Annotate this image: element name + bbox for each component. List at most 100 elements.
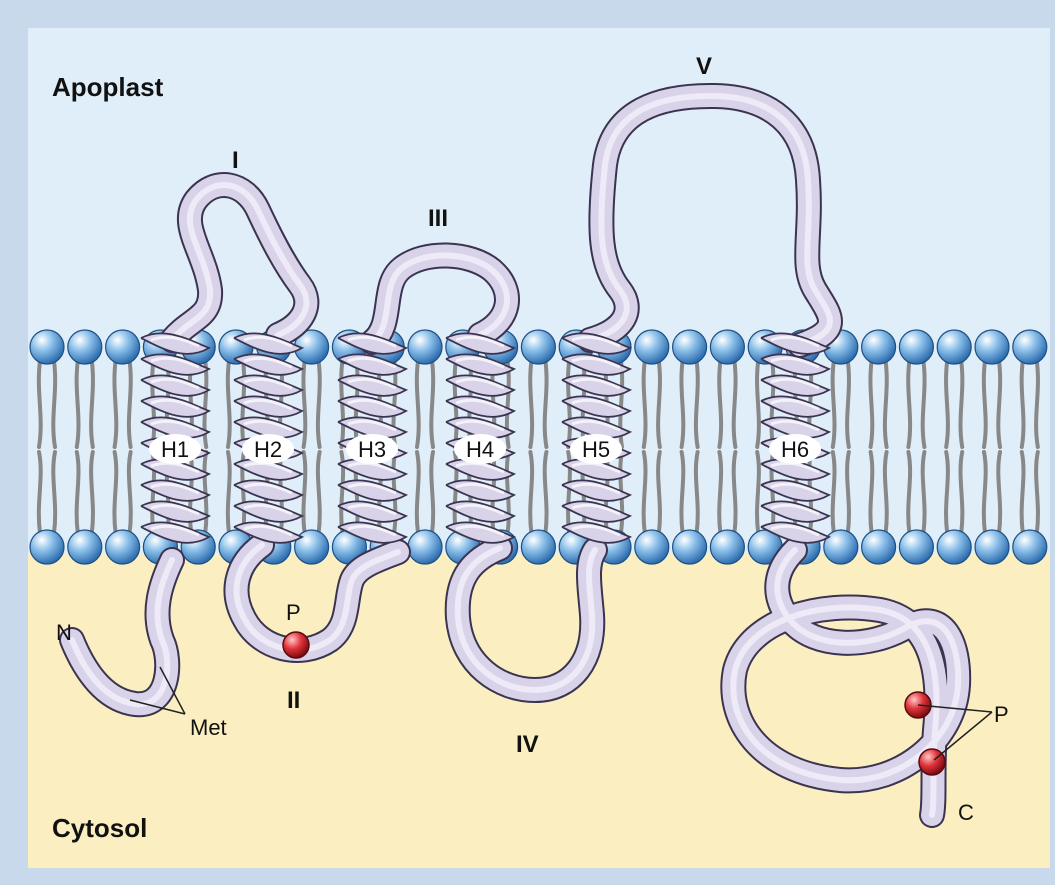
lipid-tail: [530, 361, 532, 447]
lipid-tail: [91, 452, 93, 533]
cytosol-label: Cytosol: [52, 813, 147, 843]
lipid-tail: [923, 361, 925, 447]
lipid-tail: [719, 361, 721, 447]
lipid-tail: [984, 452, 986, 533]
lipid-tail: [847, 452, 849, 533]
lipid-tail: [431, 452, 433, 533]
lipid-tail: [960, 361, 962, 447]
loop-label-v: V: [696, 53, 712, 80]
lipid-tail: [129, 361, 131, 447]
lipid-head: [30, 530, 64, 564]
lipid-tail: [734, 452, 736, 533]
lipid-tail: [719, 452, 721, 533]
lipid-tail: [870, 361, 872, 447]
lipid-tail: [908, 452, 910, 533]
lipid-tail: [696, 361, 698, 447]
lipid-head: [824, 530, 858, 564]
lipid-tail: [998, 361, 1000, 447]
lipid-tail: [946, 361, 948, 447]
lipid-head: [862, 330, 896, 364]
lipid-head: [937, 330, 971, 364]
lipid-head: [106, 330, 140, 364]
cytosol-region: [28, 553, 1050, 868]
helix-label-5: H5: [582, 437, 610, 462]
lipid-tail: [946, 452, 948, 533]
helix-label-1: H1: [161, 437, 189, 462]
phospho-label-c: P: [994, 702, 1009, 727]
lipid-tail: [681, 361, 683, 447]
phosphate-ii: [283, 632, 309, 658]
lipid-tail: [303, 361, 305, 447]
loop-label-iii: III: [428, 205, 448, 232]
lipid-head: [408, 330, 442, 364]
lipid-tail: [114, 361, 116, 447]
lipid-head: [521, 530, 555, 564]
lipid-tail: [39, 452, 41, 533]
lipid-tail: [757, 452, 759, 533]
lipid-head: [1013, 530, 1047, 564]
apoplast-label: Apoplast: [52, 72, 164, 102]
lipid-head: [862, 530, 896, 564]
lipid-tail: [908, 361, 910, 447]
lipid-head: [106, 530, 140, 564]
lipid-head: [68, 330, 102, 364]
lipid-tail: [696, 452, 698, 533]
phospho-label-ii: P: [286, 600, 301, 625]
lipid-tail: [114, 452, 116, 533]
lipid-head: [975, 330, 1009, 364]
lipid-tail: [960, 452, 962, 533]
lipid-tail: [658, 361, 660, 447]
lipid-head: [1013, 330, 1047, 364]
lipid-tail: [1022, 361, 1024, 447]
lipid-head: [710, 330, 744, 364]
lipid-tail: [77, 361, 79, 447]
helix-label-2: H2: [254, 437, 282, 462]
lipid-tail: [984, 361, 986, 447]
lipid-tail: [644, 452, 646, 533]
lipid-tail: [431, 361, 433, 447]
lipid-tail: [1036, 452, 1038, 533]
lipid-tail: [870, 452, 872, 533]
lipid-head: [30, 330, 64, 364]
lipid-tail: [39, 361, 41, 447]
lipid-head: [635, 530, 669, 564]
lipid-head: [899, 530, 933, 564]
lipid-tail: [757, 361, 759, 447]
lipid-head: [899, 330, 933, 364]
lipid-head: [673, 530, 707, 564]
lipid-tail: [53, 452, 55, 533]
lipid-tail: [833, 452, 835, 533]
lipid-tail: [77, 452, 79, 533]
lipid-tail: [53, 361, 55, 447]
lipid-tail: [658, 452, 660, 533]
lipid-tail: [417, 452, 419, 533]
met-label: Met: [190, 715, 227, 740]
lipid-tail: [923, 452, 925, 533]
lipid-tail: [318, 361, 320, 447]
lipid-tail: [303, 452, 305, 533]
loop-label-ii: II: [287, 687, 300, 714]
n-terminus-label: N: [56, 620, 72, 645]
lipid-head: [68, 530, 102, 564]
helix-label-4: H4: [466, 437, 494, 462]
lipid-tail: [885, 361, 887, 447]
c-terminus-label: C: [958, 800, 974, 825]
lipid-tail: [228, 361, 230, 447]
lipid-tail: [644, 361, 646, 447]
loop-label-iv: IV: [516, 731, 539, 758]
lipid-head: [710, 530, 744, 564]
lipid-tail: [91, 361, 93, 447]
lipid-head: [937, 530, 971, 564]
lipid-tail: [545, 452, 547, 533]
lipid-tail: [833, 361, 835, 447]
lipid-head: [408, 530, 442, 564]
lipid-head: [521, 330, 555, 364]
lipid-tail: [847, 361, 849, 447]
lipid-tail: [318, 452, 320, 533]
lipid-tail: [228, 452, 230, 533]
lipid-head: [975, 530, 1009, 564]
lipid-head: [635, 330, 669, 364]
lipid-tail: [545, 361, 547, 447]
